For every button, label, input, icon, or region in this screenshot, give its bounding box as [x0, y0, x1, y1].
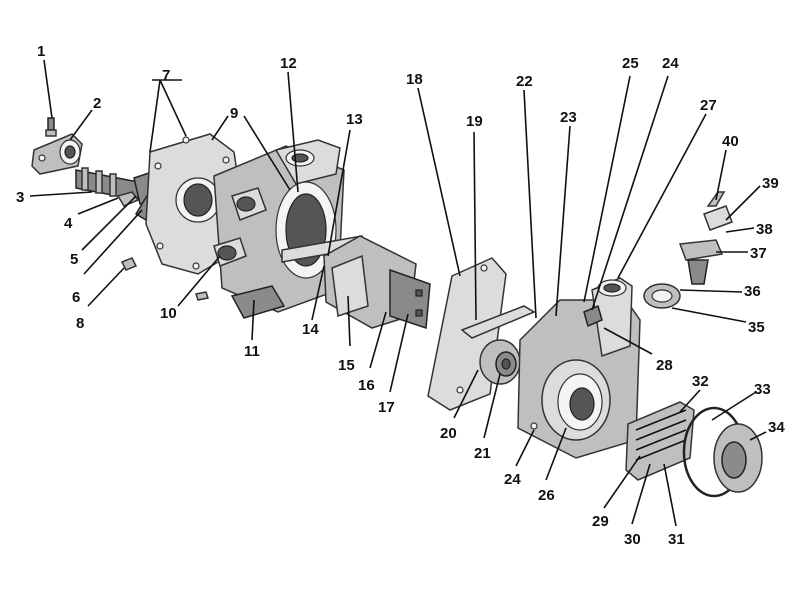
callout-27: 27: [700, 97, 717, 114]
part-drawings: [31, 117, 763, 498]
callout-19: 19: [466, 113, 483, 130]
callout-16: 16: [358, 377, 375, 394]
leader-6: [83, 209, 143, 275]
leader-4: [77, 197, 119, 215]
callout-36: 36: [744, 283, 761, 300]
leader-28: [603, 327, 653, 355]
leader-1: [43, 59, 53, 119]
callout-14: 14: [302, 321, 319, 338]
leader-24a: [591, 75, 669, 311]
leader-18: [417, 87, 461, 277]
leader-29: [603, 455, 641, 509]
leader-24b: [515, 429, 535, 467]
leader-38: [725, 227, 755, 233]
leader-5: [81, 195, 137, 251]
leader-7b: [159, 79, 187, 137]
part-rotor-vanes: [323, 235, 431, 330]
leader-3: [29, 191, 93, 197]
callout-28: 28: [656, 357, 673, 374]
callout-35: 35: [748, 319, 765, 336]
callout-17: 17: [378, 399, 395, 416]
callout-38: 38: [756, 221, 773, 238]
leader-33: [711, 391, 757, 421]
callout-5: 5: [70, 251, 78, 268]
leader-36: [679, 289, 743, 293]
leader-lines: [29, 59, 767, 527]
callout-30: 30: [624, 531, 641, 548]
callout-40: 40: [722, 133, 739, 150]
callout-29: 29: [592, 513, 609, 530]
callout-15: 15: [338, 357, 355, 374]
part-relief-valve: [678, 191, 733, 285]
part-spring-cap: [625, 401, 695, 481]
callout-9: 9: [230, 105, 238, 122]
callout-21: 21: [474, 445, 491, 462]
callout-2: 2: [93, 95, 101, 112]
leader-20: [453, 369, 479, 419]
leader-19: [473, 131, 477, 321]
callout-33: 33: [754, 381, 771, 398]
callout-24-top: 24: [662, 55, 679, 72]
part-idler: [460, 305, 536, 385]
callout-24-bottom: 24: [504, 471, 521, 488]
leader-34: [749, 431, 767, 441]
leader-13: [327, 129, 351, 257]
part-pump-head: [517, 277, 641, 459]
leader-35: [671, 307, 747, 323]
leader-17: [389, 313, 409, 393]
leader-32: [679, 389, 701, 413]
callout-1: 1: [37, 43, 45, 60]
leader-22: [523, 89, 537, 319]
callout-13: 13: [346, 111, 363, 128]
leader-39: [725, 185, 761, 221]
leader-14: [311, 265, 325, 321]
callout-12: 12: [280, 55, 297, 72]
leader-7a: [149, 79, 161, 153]
callout-23: 23: [560, 109, 577, 126]
callout-labels: 1 2 3 4 5 6 7 8 9 10 11 12 13 14 15 16 1…: [16, 43, 785, 548]
part-end-cap: [713, 423, 763, 493]
leader-21: [483, 373, 501, 439]
callout-34: 34: [768, 419, 785, 436]
callout-31: 31: [668, 531, 685, 548]
callout-39: 39: [762, 175, 779, 192]
part-shaft-assembly: [75, 167, 159, 207]
callout-32: 32: [692, 373, 709, 390]
leader-25: [583, 75, 631, 303]
callout-6: 6: [72, 289, 80, 306]
callout-10: 10: [160, 305, 177, 322]
leader-8: [87, 267, 125, 307]
part-grease-fitting: [45, 117, 57, 137]
callout-11: 11: [244, 343, 260, 360]
leader-27: [617, 113, 707, 279]
callout-3: 3: [16, 189, 24, 206]
leader-31: [663, 463, 677, 527]
leader-9b: [243, 115, 291, 191]
callout-18: 18: [406, 71, 423, 88]
leader-10: [177, 255, 221, 307]
callout-7: 7: [162, 67, 170, 84]
leader-26: [545, 427, 567, 481]
leader-23: [555, 125, 571, 317]
part-packing-nut: [643, 283, 681, 309]
leader-15: [347, 295, 351, 347]
callout-8: 8: [76, 315, 84, 332]
callout-26: 26: [538, 487, 555, 504]
callout-25: 25: [622, 55, 639, 72]
callout-4: 4: [64, 215, 73, 232]
leader-12: [287, 71, 299, 193]
callout-20: 20: [440, 425, 457, 442]
leader-16: [369, 311, 387, 369]
leader-11: [251, 299, 255, 341]
callout-37: 37: [750, 245, 767, 262]
leader-40: [715, 149, 727, 201]
part-pin: [120, 257, 138, 271]
leader-30: [631, 463, 651, 525]
leader-2: [69, 109, 93, 141]
callout-22: 22: [516, 73, 533, 90]
leader-9a: [211, 115, 229, 141]
part-bearing-housing: [31, 133, 83, 175]
